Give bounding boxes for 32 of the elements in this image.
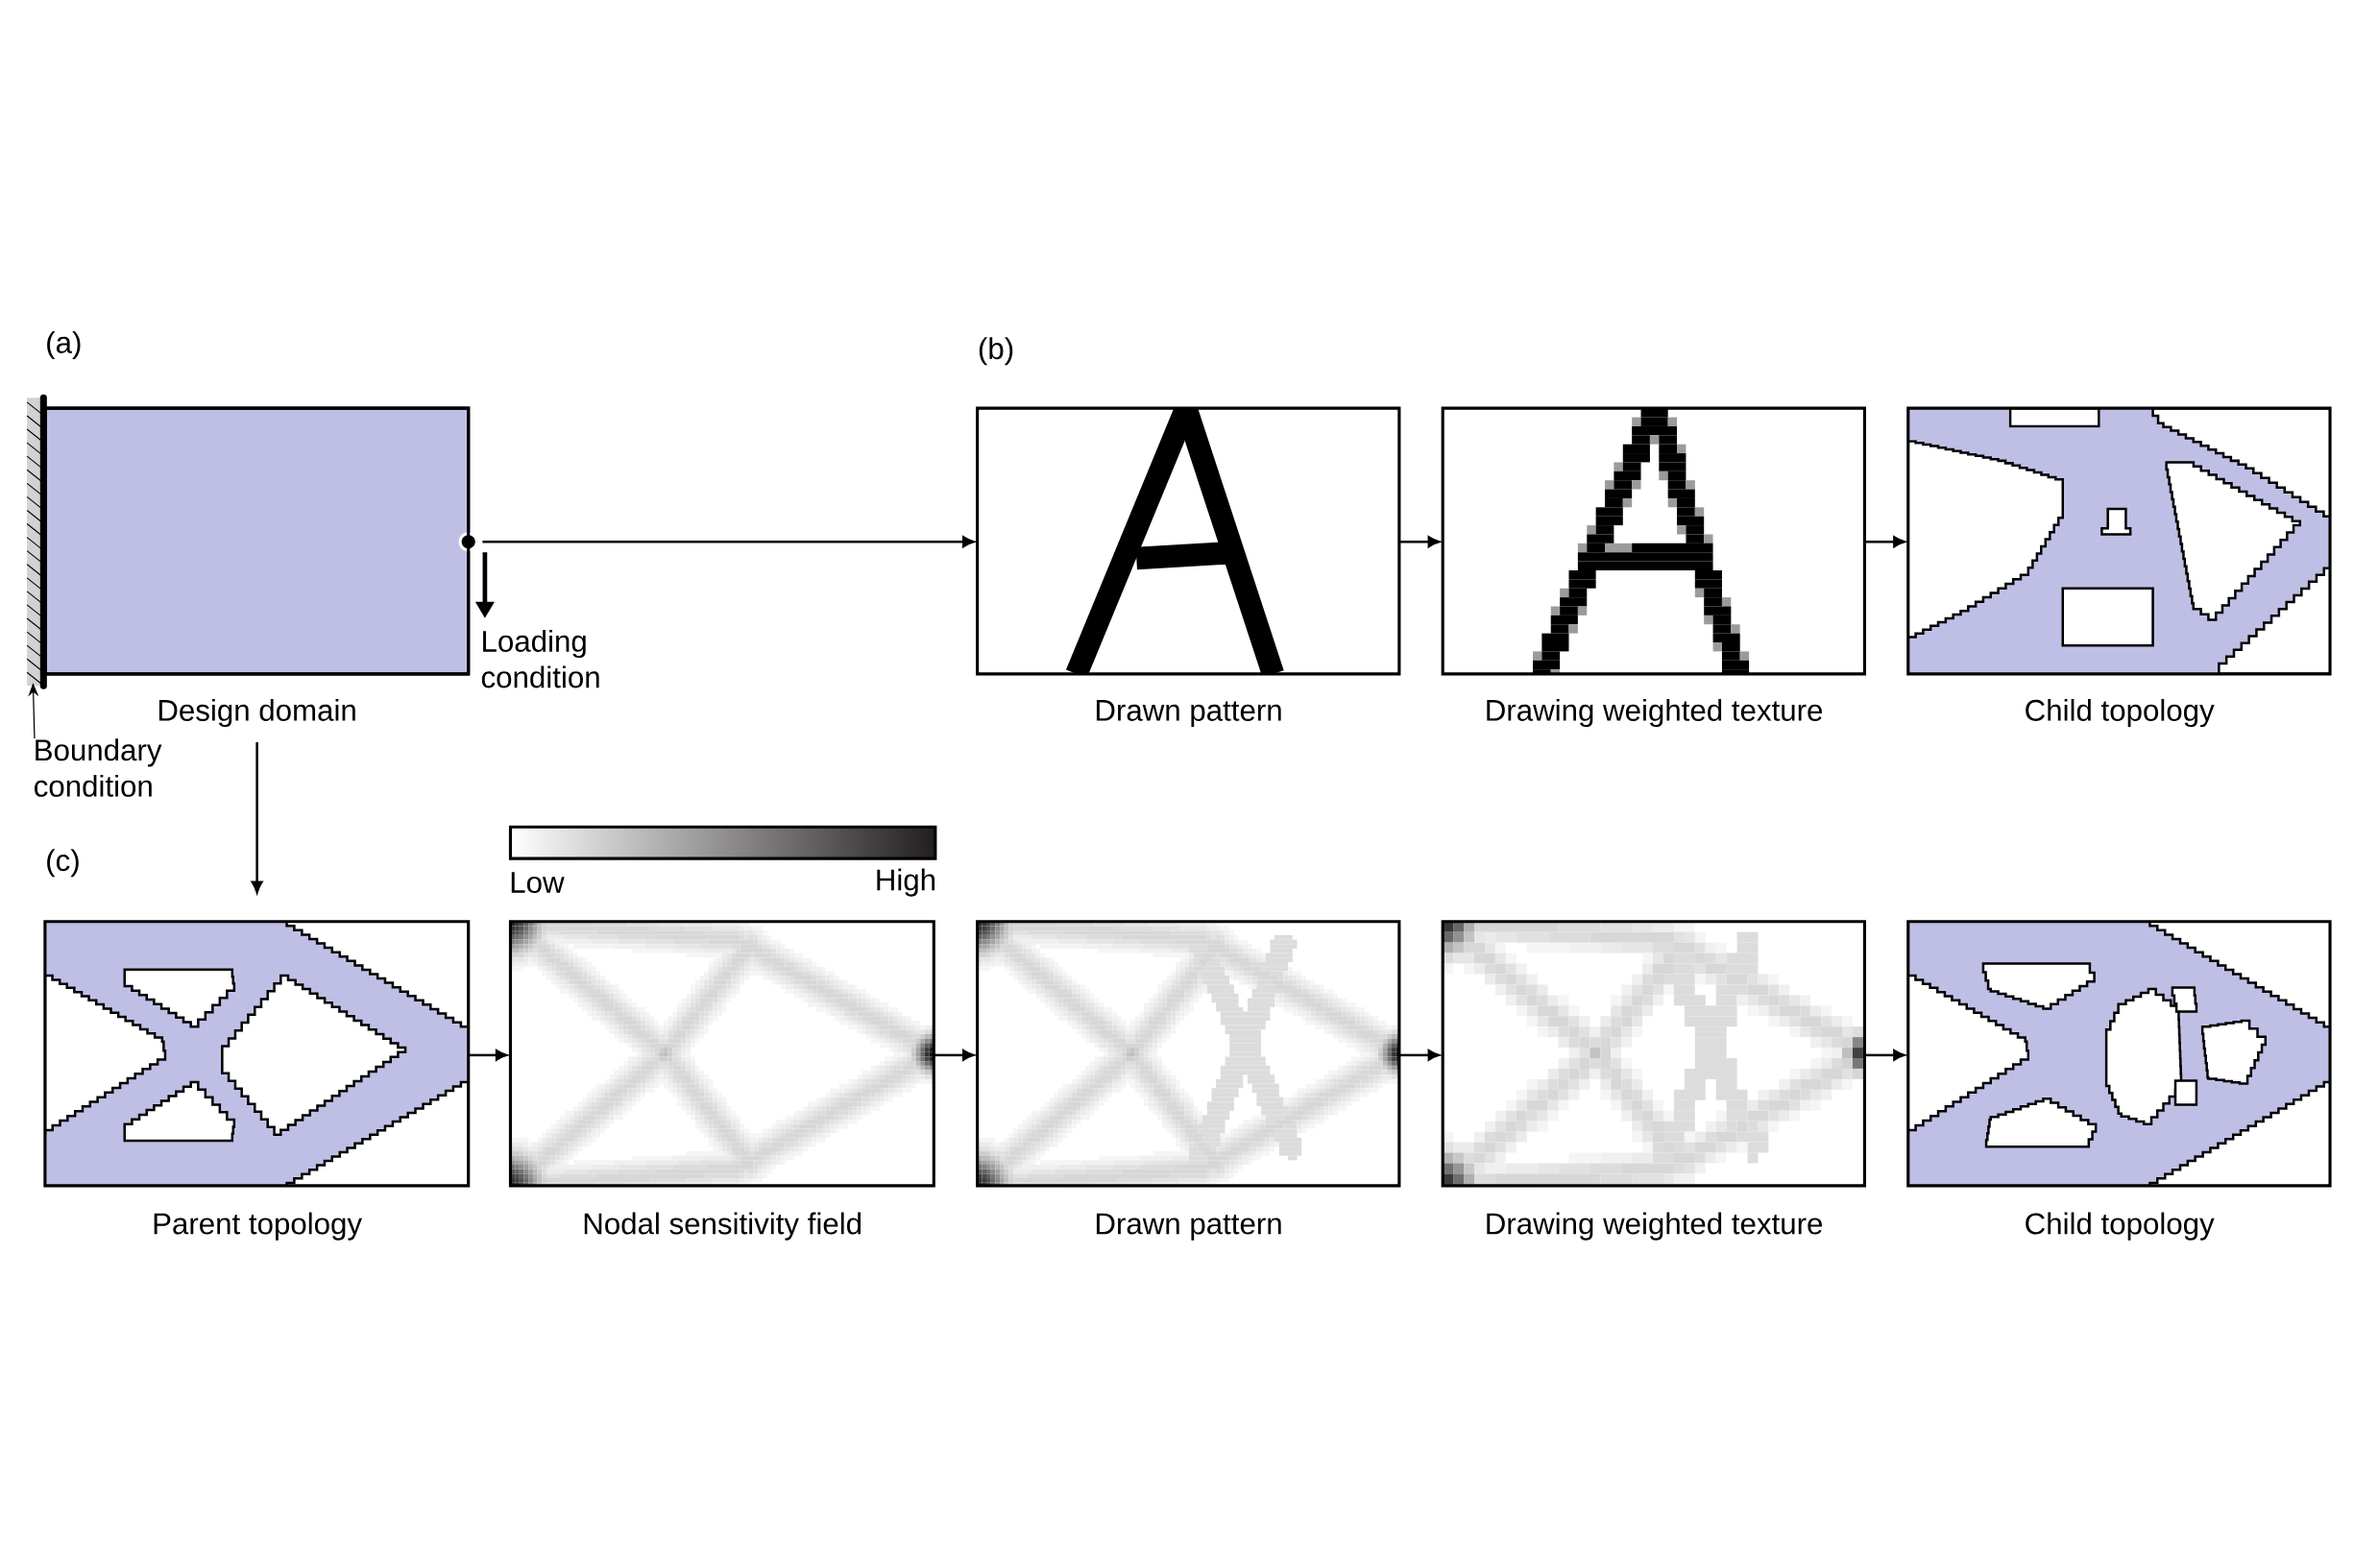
image-panel: Nodal sensitivity field (508, 919, 935, 1241)
arrow (1399, 1049, 1441, 1061)
annotation-text: Loading condition (481, 629, 599, 688)
scale-label: High (877, 868, 935, 897)
arrow (482, 536, 975, 547)
image-panel: Design domain (26, 394, 478, 727)
node-label: Drawing weighted texture (1487, 698, 1823, 727)
node-label: Child topology (2026, 1212, 2215, 1241)
node-label: Child topology (2026, 698, 2215, 727)
node-label: Nodal sensitivity field (584, 1212, 862, 1241)
arrow (1865, 1049, 1905, 1061)
node-label: Design domain (158, 698, 355, 727)
panel-label: (b) (979, 336, 1013, 366)
node-label: Drawn pattern (1096, 699, 1281, 727)
image-panel: Drawing weighted texture (1441, 919, 1866, 1241)
scale-label: Low (511, 872, 565, 893)
image-panel: Child topology (1906, 919, 2332, 1241)
image-panel: Child topology (1906, 406, 2332, 727)
panel-label: (c) (47, 849, 79, 878)
arrow (934, 1049, 975, 1061)
image-panel: Drawn pattern (976, 406, 1401, 727)
image-panel: Drawing weighted texture (1441, 406, 1866, 727)
image-panel: Parent topology (43, 919, 471, 1241)
node-label: Drawing weighted texture (1487, 1212, 1823, 1241)
arrow (469, 1049, 508, 1061)
panel-label: (a) (47, 330, 81, 359)
arrow (1399, 536, 1441, 547)
node-label: Drawn pattern (1096, 1213, 1281, 1241)
node-label: Parent topology (154, 1212, 362, 1241)
arrow (1865, 536, 1905, 547)
image-panel: Drawn pattern (976, 919, 1401, 1241)
annotation-text: Boundary condition (35, 738, 162, 797)
